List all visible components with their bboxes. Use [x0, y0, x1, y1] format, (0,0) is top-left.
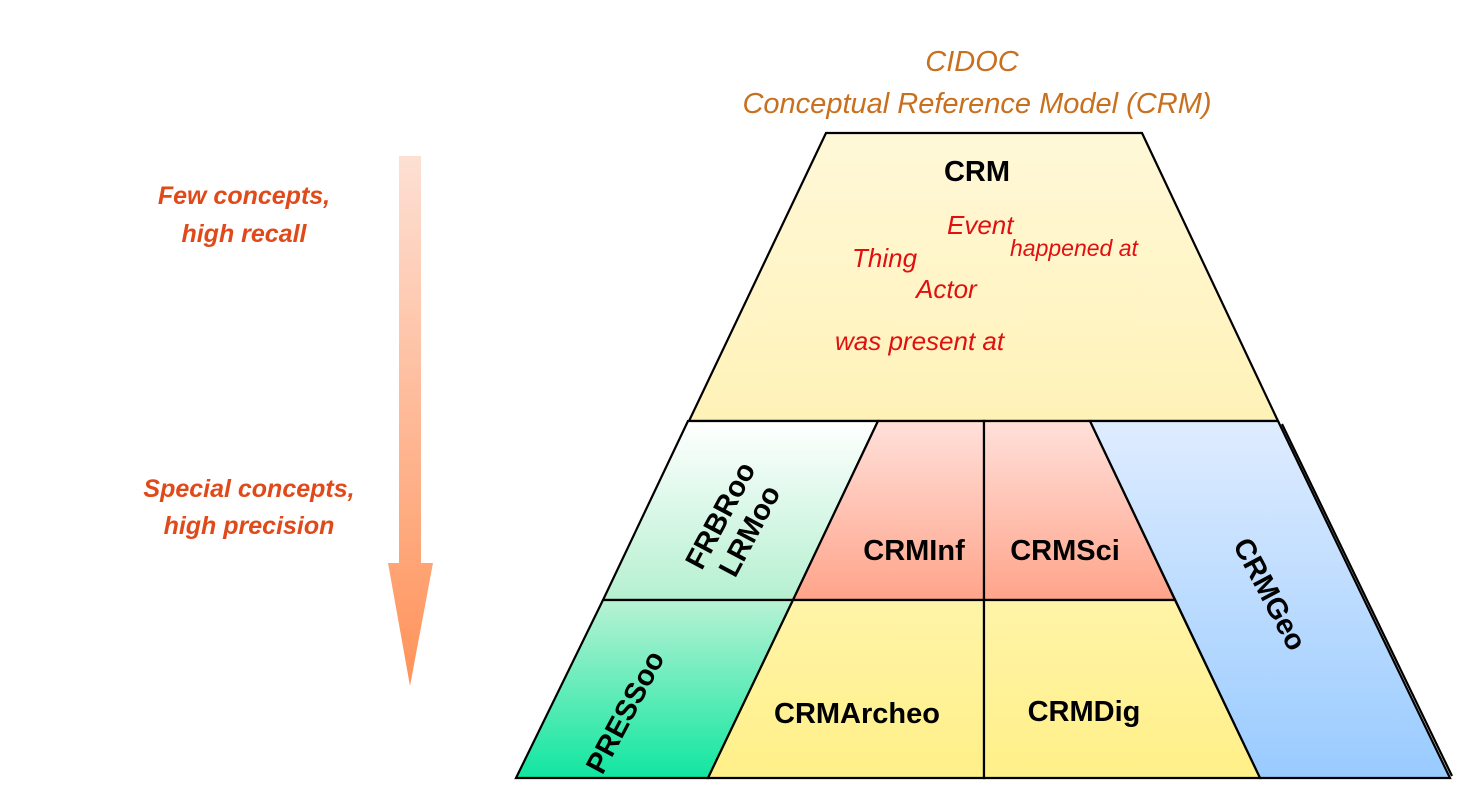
down-arrow-icon: [388, 156, 433, 686]
crmarcheo-label: CRMArcheo: [774, 698, 940, 730]
top-scale-label-line-1: Few concepts,: [158, 182, 330, 210]
crm-label: CRM: [944, 156, 1010, 188]
crmgeo-shadow-edge: [1281, 423, 1453, 777]
title-line-1: CIDOC: [925, 46, 1020, 78]
crmsci-label: CRMSci: [1010, 535, 1120, 567]
title-line-2: Conceptual Reference Model (CRM): [742, 88, 1211, 120]
concept-thing: Thing: [852, 243, 918, 273]
concept-happened-at: happened at: [1010, 235, 1140, 261]
top-scale-label-line-2: high recall: [181, 220, 307, 248]
bottom-scale-label-line-1: Special concepts,: [143, 475, 354, 503]
crmdig-block: [982, 598, 1262, 780]
concept-actor: Actor: [914, 274, 978, 304]
concept-was-present-at: was present at: [835, 326, 1006, 356]
crminf-label: CRMInf: [863, 535, 965, 567]
crmdig-label: CRMDig: [1028, 696, 1141, 728]
bottom-scale-label-line-2: high precision: [164, 512, 335, 540]
concept-event: Event: [947, 210, 1015, 240]
